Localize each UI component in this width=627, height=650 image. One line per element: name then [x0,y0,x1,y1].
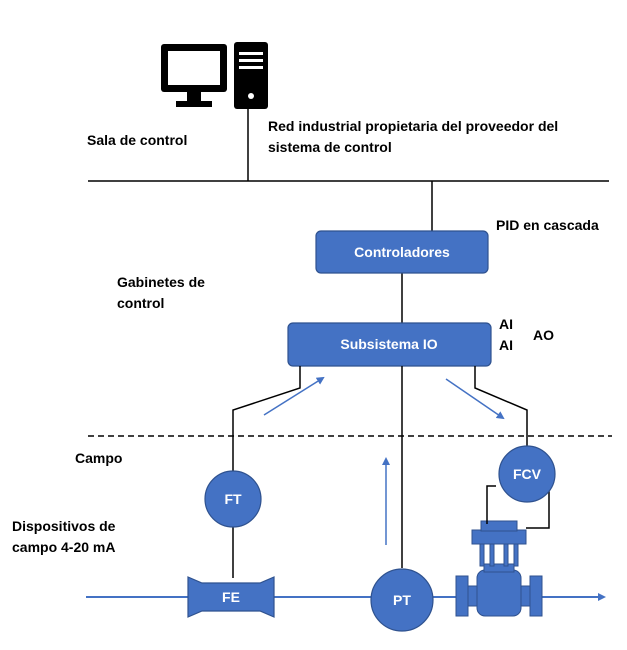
cabinets-label-line1: Gabinetes de [117,274,205,290]
devices-label-line1: Dispositivos de [12,518,116,534]
fe-label: FE [222,589,240,605]
fcv-actuator-link-right [526,486,550,529]
ft-to-io-arrow [263,376,325,416]
io-subsystem-box: Subsistema IO [287,322,492,367]
fcv-label: FCV [513,466,542,482]
ft-transmitter: FT [204,470,262,528]
io-to-fcv-arrow [445,378,505,420]
fcv-actuator-link-left [486,485,496,524]
controllers-label: Controladores [354,244,450,260]
io-subsystem-label: Subsistema IO [340,336,437,352]
fcv-valve-controller: FCV [498,445,556,503]
field-label: Campo [75,450,122,466]
control-valve [455,520,543,617]
ai-label-2: AI [499,337,513,353]
ao-label: AO [533,327,554,343]
fe-flow-element: FE [187,576,275,618]
cabinets-label-line2: control [117,295,164,311]
ft-label: FT [224,491,242,507]
ai-label-1: AI [499,316,513,332]
network-label-line1: Red industrial propietaria del proveedor… [268,118,558,134]
devices-label-line2: campo 4-20 mA [12,539,115,555]
desktop-computer-icon [161,42,268,109]
network-label-line2: sistema de control [268,139,392,155]
pt-transmitter: PT [370,568,434,632]
fcv-signal-wire [474,366,528,450]
pt-label: PT [393,592,411,608]
pid-label: PID en cascada [496,217,599,233]
controllers-box: Controladores [315,230,489,274]
ft-signal-wire [232,366,301,472]
control-room-label: Sala de control [87,132,187,148]
